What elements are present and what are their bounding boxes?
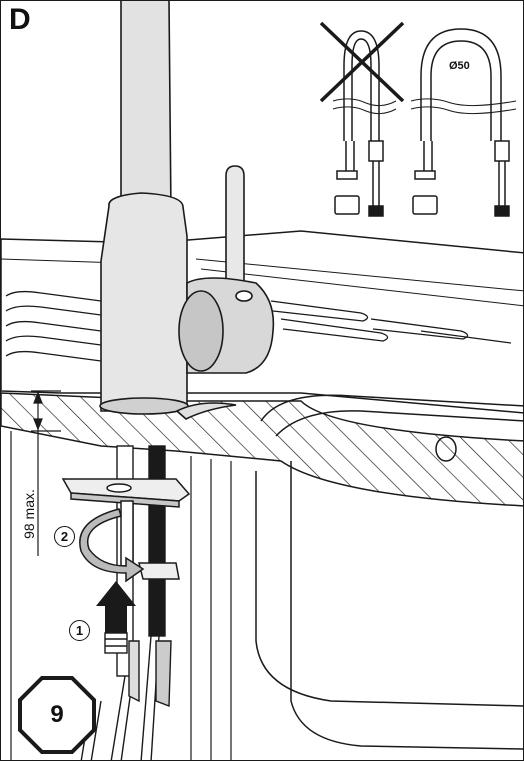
cabinet-lines [10, 431, 232, 760]
hose-diameter-label: Ø50 [449, 60, 470, 72]
step-badge: 9 [50, 701, 64, 728]
hose-bend-inset [319, 21, 517, 217]
height-dimension [31, 390, 61, 556]
step-marker-rotate: 2 [54, 526, 75, 547]
rotate-arrow [79, 508, 145, 583]
kitchen-faucet [99, 1, 275, 420]
step-marker-push: 1 [69, 620, 90, 641]
max-height-label: 98 max. [21, 489, 37, 539]
push-arrow [96, 581, 136, 633]
step-number-octagon [18, 676, 96, 754]
drainer-grooves [5, 290, 512, 362]
mounting-bracket [61, 478, 191, 580]
section-letter: D [9, 3, 31, 36]
countertop-section [1, 392, 523, 507]
